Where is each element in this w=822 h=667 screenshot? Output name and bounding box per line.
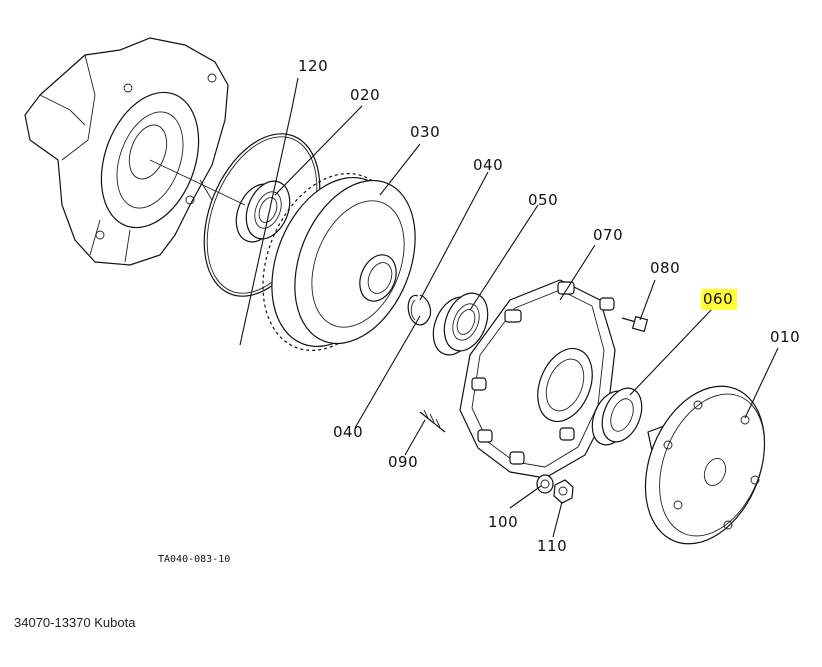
nut-110 xyxy=(553,479,574,504)
part-label-010[interactable]: 010 xyxy=(770,328,800,346)
leader-lines xyxy=(239,77,779,538)
part-label-020[interactable]: 020 xyxy=(350,86,380,104)
ring-gear-030 xyxy=(262,172,416,352)
part-label-100[interactable]: 100 xyxy=(488,513,518,531)
drawing-code: TA040-083-10 xyxy=(158,554,230,565)
part-label-080[interactable]: 080 xyxy=(650,259,680,277)
bolt-080 xyxy=(621,315,649,333)
part-label-030[interactable]: 030 xyxy=(410,123,440,141)
part-label-070[interactable]: 070 xyxy=(593,226,623,244)
part-label-050[interactable]: 050 xyxy=(528,191,558,209)
part-labels: 120 020 030 040 050 070 080 060 010 040 … xyxy=(298,57,800,555)
part-label-040-top[interactable]: 040 xyxy=(473,156,503,174)
part-label-090[interactable]: 090 xyxy=(388,453,418,471)
oil-seal-060 xyxy=(591,387,643,446)
highlight-060 xyxy=(701,289,737,310)
part-caption: 34070-13370 Kubota xyxy=(14,615,136,630)
part-label-110[interactable]: 110 xyxy=(537,537,567,555)
flange-shaft-010 xyxy=(644,385,766,545)
washer-100 xyxy=(536,474,554,494)
part-label-060[interactable]: 060 xyxy=(703,290,733,308)
gear-housing xyxy=(24,37,229,266)
bearing-050 xyxy=(432,292,489,356)
part-label-120[interactable]: 120 xyxy=(298,57,328,75)
stud-bolt-090 xyxy=(419,409,446,433)
snap-ring-040 xyxy=(407,294,432,326)
part-label-040-bottom[interactable]: 040 xyxy=(333,423,363,441)
exploded-parts-diagram: 120 020 030 040 050 070 080 060 010 040 … xyxy=(24,37,800,565)
